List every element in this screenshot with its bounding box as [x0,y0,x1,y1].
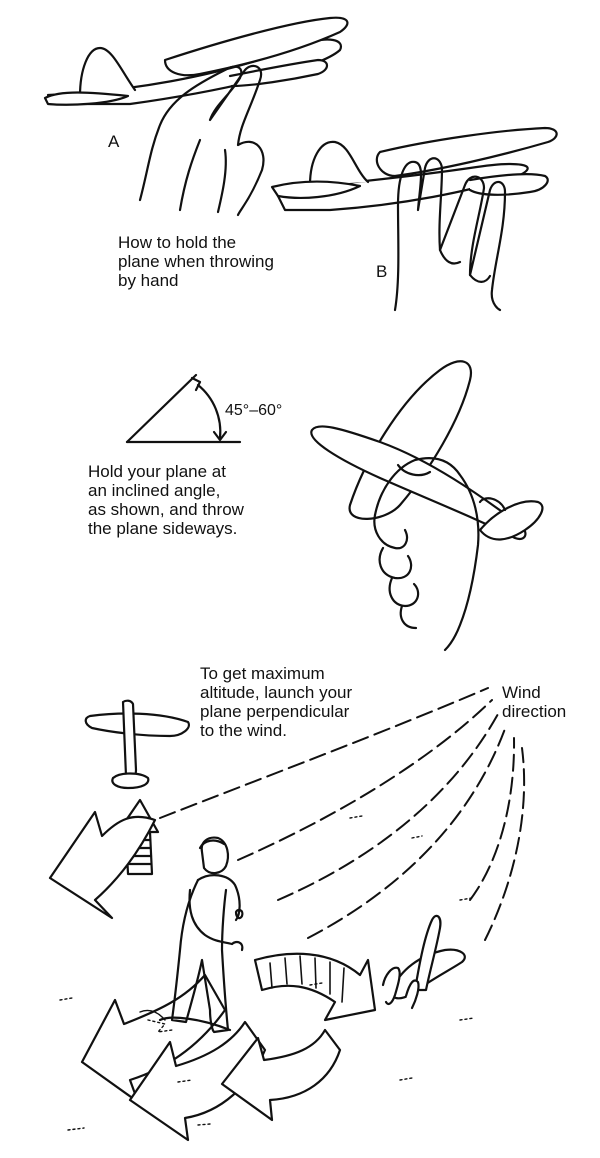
glider-side-view-drawing [381,914,466,1010]
curved-arrow-stripes [269,955,345,1003]
incline-caption: Hold your plane at an inclined angle, as… [88,462,244,538]
person-throwing-drawing [139,836,244,1034]
glider-top-view-drawing [84,699,190,790]
altitude-caption: To get maximum altitude, launch your pla… [200,664,353,740]
arc-arrowhead-bottom [212,430,228,442]
inclined-plane-hand-drawing [310,360,544,652]
wind-lines [159,687,526,941]
hold-caption: How to hold the plane when throwing by h… [118,233,274,290]
grip-a-label: A [108,132,120,151]
grass-tufts [59,815,475,1131]
plane-grip-a-drawing [43,16,349,217]
grip-b-label: B [376,262,388,281]
plane-grip-b-drawing [270,126,558,312]
angle-incline-line [125,373,198,444]
arc-arrowhead-top [190,376,202,392]
wind-direction-label: Wind direction [502,683,567,721]
angle-diagram [125,373,242,444]
angle-arc [196,383,222,440]
angle-label: 45°–60° [225,402,283,419]
